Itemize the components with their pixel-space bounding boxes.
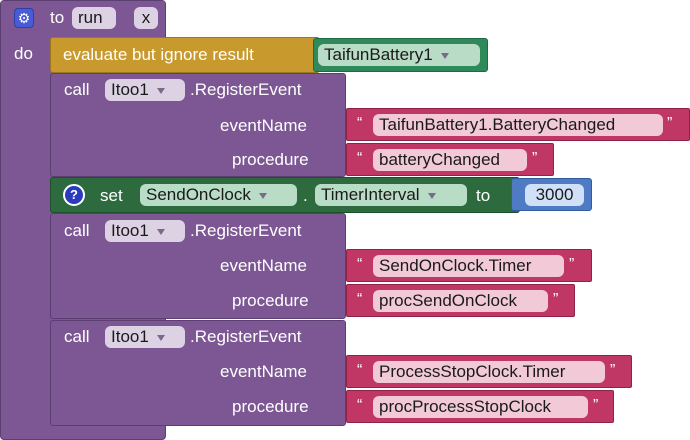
- procedure-label-1: procedure: [232, 150, 309, 169]
- procedure-label-3: procedure: [232, 397, 309, 416]
- eventname-label-2: eventName: [220, 256, 307, 275]
- method-label-3: .RegisterEvent: [190, 327, 302, 346]
- itoo1-dropdown-label-1: Itoo1: [111, 80, 149, 99]
- open-quote: “: [357, 115, 363, 132]
- chevron-down-icon: [440, 52, 449, 59]
- procedure-label-2: procedure: [232, 291, 309, 310]
- eventname-text-field-3[interactable]: ProcessStopClock.Timer: [373, 361, 605, 383]
- evaluate-label: evaluate but ignore result: [63, 45, 254, 64]
- open-quote: “: [357, 256, 363, 273]
- chevron-down-icon: [258, 192, 267, 199]
- timerinterval-dropdown-label: TimerInterval: [321, 185, 420, 204]
- call-label-3: call: [64, 327, 90, 346]
- open-quote: “: [357, 291, 363, 308]
- close-quote: ”: [593, 397, 599, 414]
- procedure-text-field-2[interactable]: procSendOnClock: [373, 290, 548, 312]
- close-quote: ”: [532, 150, 538, 167]
- open-quote: “: [357, 397, 363, 414]
- call-block-2[interactable]: [50, 213, 346, 319]
- sendonclock-dropdown[interactable]: SendOnClock: [140, 184, 297, 206]
- timerinterval-dropdown[interactable]: TimerInterval: [315, 184, 467, 206]
- eventname-text-field-2[interactable]: SendOnClock.Timer: [373, 255, 564, 277]
- dot-separator: .: [303, 186, 308, 205]
- taifunbattery-dropdown[interactable]: TaifunBattery1: [318, 44, 480, 66]
- number-value-field[interactable]: 3000: [525, 184, 584, 206]
- open-quote: “: [357, 362, 363, 379]
- sendonclock-dropdown-label: SendOnClock: [146, 185, 251, 204]
- eventname-label-1: eventName: [220, 116, 307, 135]
- taifunbattery-dropdown-label: TaifunBattery1: [324, 45, 433, 64]
- close-quote: ”: [569, 256, 575, 273]
- parameter-x[interactable]: x: [134, 7, 158, 29]
- chevron-down-icon: [156, 87, 165, 94]
- chevron-down-icon: [156, 228, 165, 235]
- procedure-name-field[interactable]: run: [72, 7, 116, 29]
- itoo1-dropdown-label-3: Itoo1: [111, 327, 149, 346]
- itoo1-dropdown-3[interactable]: Itoo1: [105, 326, 185, 348]
- to-label: to: [50, 8, 65, 27]
- set-label: set: [100, 186, 123, 205]
- to-label-setter: to: [476, 186, 491, 205]
- chevron-down-icon: [427, 192, 436, 199]
- do-label: do: [14, 44, 33, 63]
- close-quote: ”: [667, 115, 673, 132]
- gear-icon[interactable]: ⚙: [14, 8, 34, 28]
- call-block-1[interactable]: [50, 73, 346, 177]
- call-block-3[interactable]: [50, 320, 346, 426]
- eventname-text-field-1[interactable]: TaifunBattery1.BatteryChanged: [373, 114, 663, 136]
- procedure-text-field-1[interactable]: batteryChanged: [373, 149, 527, 171]
- close-quote: ”: [553, 291, 559, 308]
- method-label-1: .RegisterEvent: [190, 80, 302, 99]
- help-icon[interactable]: ?: [63, 184, 85, 206]
- itoo1-dropdown-2[interactable]: Itoo1: [105, 220, 185, 242]
- itoo1-dropdown-1[interactable]: Itoo1: [105, 79, 185, 101]
- chevron-down-icon: [156, 334, 165, 341]
- evaluate-block[interactable]: [50, 37, 320, 73]
- itoo1-dropdown-label-2: Itoo1: [111, 221, 149, 240]
- close-quote: ”: [610, 362, 616, 379]
- procedure-text-field-3[interactable]: procProcessStopClock: [373, 396, 588, 418]
- eventname-label-3: eventName: [220, 362, 307, 381]
- call-label-2: call: [64, 221, 90, 240]
- method-label-2: .RegisterEvent: [190, 221, 302, 240]
- open-quote: “: [357, 150, 363, 167]
- call-label-1: call: [64, 80, 90, 99]
